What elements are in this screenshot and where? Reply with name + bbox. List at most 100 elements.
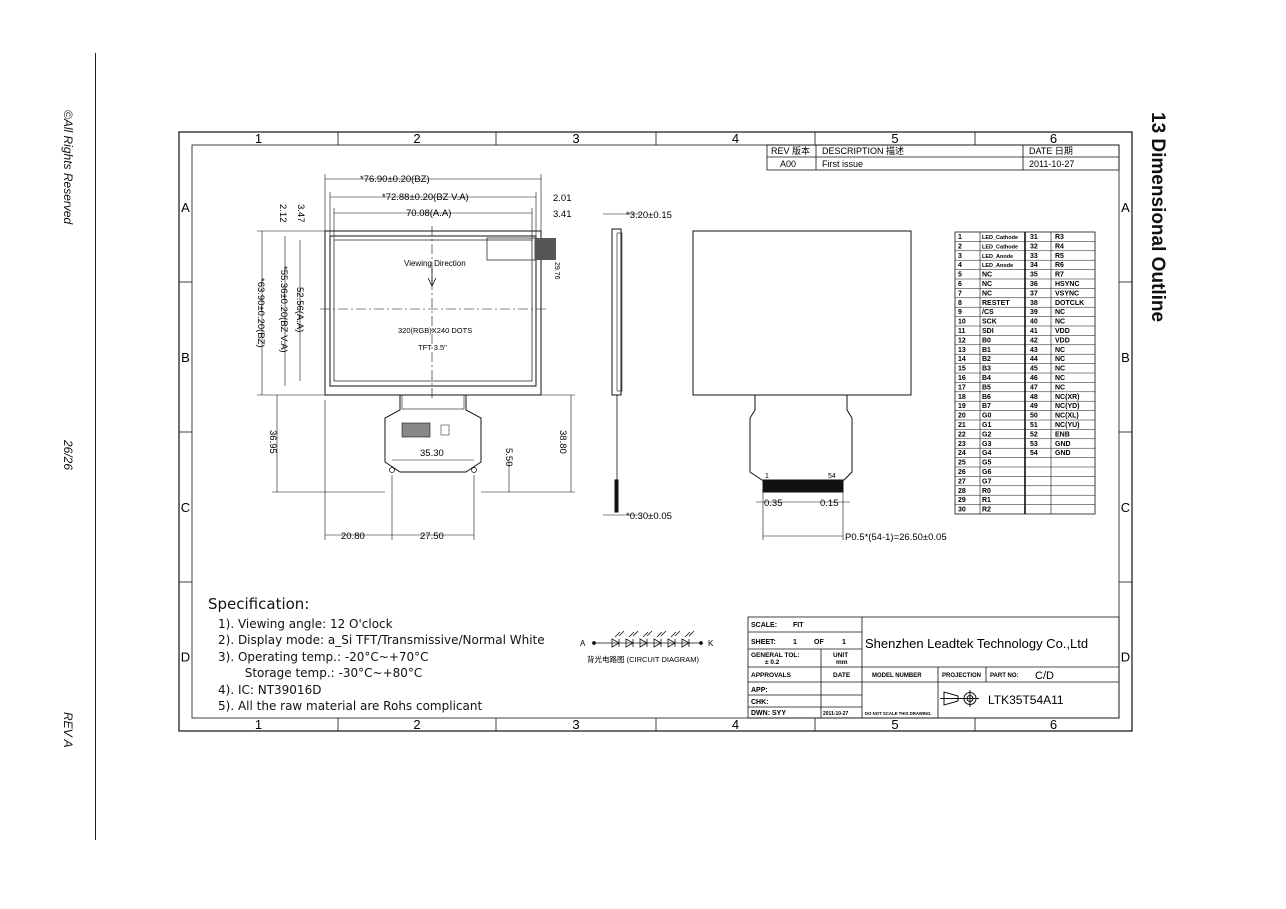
pin-number: 13 xyxy=(958,347,966,354)
sheet-total: 1 xyxy=(842,639,846,646)
active-area xyxy=(333,239,533,382)
pin-number: 10 xyxy=(958,319,966,326)
row-label: A xyxy=(1121,200,1130,215)
pin-signal: G7 xyxy=(982,478,991,485)
row-label: D xyxy=(181,650,190,665)
model-number-label: MODEL NUMBER xyxy=(872,673,922,679)
spec-item: 4). IC: NT39016D xyxy=(218,682,322,697)
specification-block: Specification: 1). Viewing angle: 12 O'c… xyxy=(208,596,545,715)
row-label: C xyxy=(1121,500,1130,515)
front-dimension-lines xyxy=(257,174,575,540)
tolerance-label: GENERAL TOL: xyxy=(751,652,800,659)
approvals-label: APPROVALS xyxy=(751,672,792,679)
pin-signal: NC(YD) xyxy=(1055,403,1080,410)
front-dimension-labels: *76.90±0.20(BZ) *72.88±0.20(BZ V.A) 70.0… xyxy=(255,174,572,542)
app-label: APP: xyxy=(751,687,768,694)
pin-number: 19 xyxy=(958,403,966,410)
pin-number: 5 xyxy=(958,272,962,279)
led-icon xyxy=(667,630,681,648)
scale-value: FIT xyxy=(793,622,804,629)
description-header: DESCRIPTION 描述 xyxy=(822,145,904,156)
rev-value: A00 xyxy=(780,159,796,169)
pin-number: 27 xyxy=(958,478,966,485)
pin-number: 42 xyxy=(1030,337,1038,344)
dim-pad-2: 0.15 xyxy=(820,498,839,509)
pin-signal: SCK xyxy=(982,319,997,326)
circuit-anode: A xyxy=(580,639,586,648)
row-label: D xyxy=(1121,650,1130,665)
pin-signal: NC xyxy=(1055,347,1065,354)
description-value: First issue xyxy=(822,159,863,169)
pin-signal: NC xyxy=(1055,384,1065,391)
pin-signal: R0 xyxy=(982,488,991,495)
column-label: 6 xyxy=(1050,131,1057,146)
pin-number: 20 xyxy=(958,413,966,420)
pin-number: 16 xyxy=(958,375,966,382)
dim-bottom-left: 20.80 xyxy=(341,531,365,542)
pin-signal: LED_Cathode xyxy=(982,235,1018,241)
pin-number: 24 xyxy=(958,450,966,457)
pin-signal: B6 xyxy=(982,394,991,401)
chk-label: CHK: xyxy=(751,699,769,706)
pin-signal: DOTCLK xyxy=(1055,300,1084,307)
dim-bottom-width: 27.50 xyxy=(420,531,444,542)
led-icon xyxy=(611,630,625,648)
pin-number: 3 xyxy=(958,253,962,260)
pin-signal: B3 xyxy=(982,366,991,373)
spec-item: 1). Viewing angle: 12 O'clock xyxy=(218,616,393,631)
pin-number: 29 xyxy=(958,497,966,504)
projection-label: PROJECTION xyxy=(942,673,981,679)
rev-header: REV 版本 xyxy=(771,145,810,156)
pin-1-label: 1 xyxy=(765,473,769,480)
pin-signal: B2 xyxy=(982,356,991,363)
pin-signal: R2 xyxy=(982,507,991,514)
dim-va-width: *72.88±0.20(BZ V.A) xyxy=(382,192,469,203)
sheet-value: 1 xyxy=(793,639,797,646)
led-icon xyxy=(681,630,695,648)
pin-signal: RESTET xyxy=(982,300,1010,307)
pin-signal: LED_Cathode xyxy=(982,244,1018,250)
pin-signal: R5 xyxy=(1055,253,1064,260)
pin-number: 34 xyxy=(1030,262,1038,269)
dim-pitch: P0.5*(54-1)=26.50±0.05 xyxy=(845,532,947,543)
spec-item: 5). All the raw material are Rohs compli… xyxy=(218,699,483,713)
pin-signal: NC xyxy=(1055,319,1065,326)
pin-number: 47 xyxy=(1030,384,1038,391)
pin-number: 28 xyxy=(958,488,966,495)
corner-hatch xyxy=(535,238,556,260)
projection-symbol-icon xyxy=(940,690,979,707)
pin-number: 44 xyxy=(1030,356,1038,363)
pin-signal: G1 xyxy=(982,422,991,429)
dim-bz-height: *63.90±0.20(BZ) xyxy=(255,278,266,348)
date-header: DATE 日期 xyxy=(1029,146,1073,156)
pin-signal: LED_Anode xyxy=(982,263,1013,269)
pin-number: 18 xyxy=(958,394,966,401)
pin-number: 48 xyxy=(1030,394,1038,401)
pin-signal: G2 xyxy=(982,431,991,438)
back-view xyxy=(692,230,912,540)
dim-fpc-width: 35.30 xyxy=(420,448,444,459)
dim-fpc-height: 36.95 xyxy=(267,430,278,454)
pin-number: 43 xyxy=(1030,347,1038,354)
pin-number: 23 xyxy=(958,441,966,448)
page-margin-rule xyxy=(95,53,96,840)
pin-signal: NC(XL) xyxy=(1055,413,1079,420)
dim-bz-width: *76.90±0.20(BZ) xyxy=(360,174,430,185)
led-icon xyxy=(639,630,653,648)
led-icon xyxy=(653,630,667,648)
pin-number: 38 xyxy=(1030,300,1038,307)
pin-number: 4 xyxy=(958,262,962,269)
column-label: 5 xyxy=(891,131,898,146)
column-label: 5 xyxy=(891,717,898,732)
pin-number: 31 xyxy=(1030,234,1038,241)
scale-label: SCALE: xyxy=(751,622,777,629)
pin-signal: HSYNC xyxy=(1055,281,1080,288)
pin-signal: SDI xyxy=(982,328,994,335)
pin-number: 14 xyxy=(958,356,966,363)
side-view xyxy=(603,213,640,516)
dim-thickness: *3.20±0.15 xyxy=(626,210,672,221)
circuit-diagram xyxy=(592,630,703,648)
pin-number: 32 xyxy=(1030,243,1038,250)
